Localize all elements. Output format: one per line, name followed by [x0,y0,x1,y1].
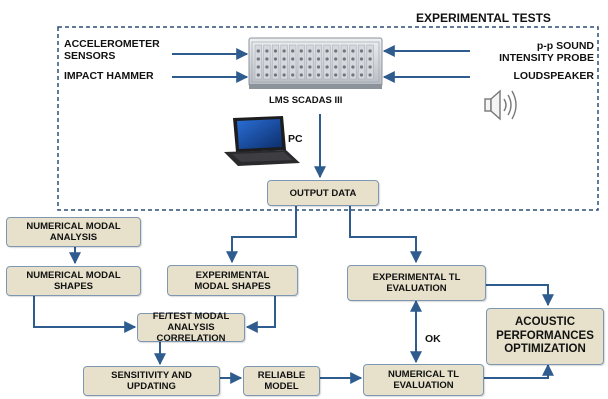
sensitivity-updating-text: SENSITIVITY AND UPDATING [111,370,192,392]
lms-scadas-label: LMS SCADAS III [269,95,343,106]
acoustic-optimization-text: ACOUSTIC PERFORMANCES OPTIMIZATION [496,316,594,356]
pc-laptop-image [224,116,300,166]
loudspeaker-icon [484,89,517,121]
arrow-num-tl-to-optimization [484,363,554,379]
output-data-box: OUTPUT DATA [267,180,379,206]
reliable-model-text: RELIABLE MODEL [257,370,306,392]
arrow-num-shapes-to-correlation [33,296,137,333]
arrows [33,45,554,384]
arrow-output-to-exp-modal-shapes [226,206,297,264]
lms-scadas-device-image [248,37,383,89]
arrow-output-to-exp-tl [349,206,422,264]
numerical-modal-shapes-text: NUMERICAL MODAL SHAPES [26,270,121,292]
numerical-tl-evaluation-text: NUMERICAL TL EVALUATION [387,369,460,391]
impact-hammer-label: IMPACT HAMMER [64,70,154,82]
acoustic-optimization-box: ACOUSTIC PERFORMANCES OPTIMIZATION [486,308,604,365]
experimental-modal-shapes-text: EXPERIMENTAL MODAL SHAPES [194,269,271,292]
output-data-text: OUTPUT DATA [289,187,357,199]
sensitivity-updating-box: SENSITIVITY AND UPDATING [83,366,220,396]
numerical-modal-analysis-text: NUMERICAL MODAL ANALYSIS [26,221,121,243]
accelerometer-sensors-label: ACCELEROMETER SENSORS [64,38,160,62]
experimental-tl-evaluation-text: EXPERIMENTAL TL EVALUATION [372,272,461,294]
arrow-exp-tl-to-optimization [486,284,554,307]
fe-test-correlation-box: FE/TEST MODAL ANALYSIS CORRELATION [137,311,245,344]
experimental-tl-evaluation-box: EXPERIMENTAL TL EVALUATION [347,265,486,301]
numerical-tl-evaluation-box: NUMERICAL TL EVALUATION [363,364,484,396]
reliable-model-box: RELIABLE MODEL [243,366,320,396]
experimental-modal-shapes-box: EXPERIMENTAL MODAL SHAPES [167,265,298,296]
numerical-modal-analysis-box: NUMERICAL MODAL ANALYSIS [6,217,141,247]
experimental-tests-title: EXPERIMENTAL TESTS [416,11,551,25]
pc-label: PC [288,133,303,145]
loudspeaker-label: LOUDSPEAKER [513,70,594,82]
sound-intensity-probe-label: p-p SOUND INTENSITY PROBE [499,40,594,64]
numerical-modal-shapes-box: NUMERICAL MODAL SHAPES [6,266,141,296]
ok-label: OK [425,333,441,345]
arrow-exp-shapes-to-correlation [245,296,276,333]
fe-test-correlation-text: FE/TEST MODAL ANALYSIS CORRELATION [152,311,230,344]
experimental-tests-region [57,26,599,211]
